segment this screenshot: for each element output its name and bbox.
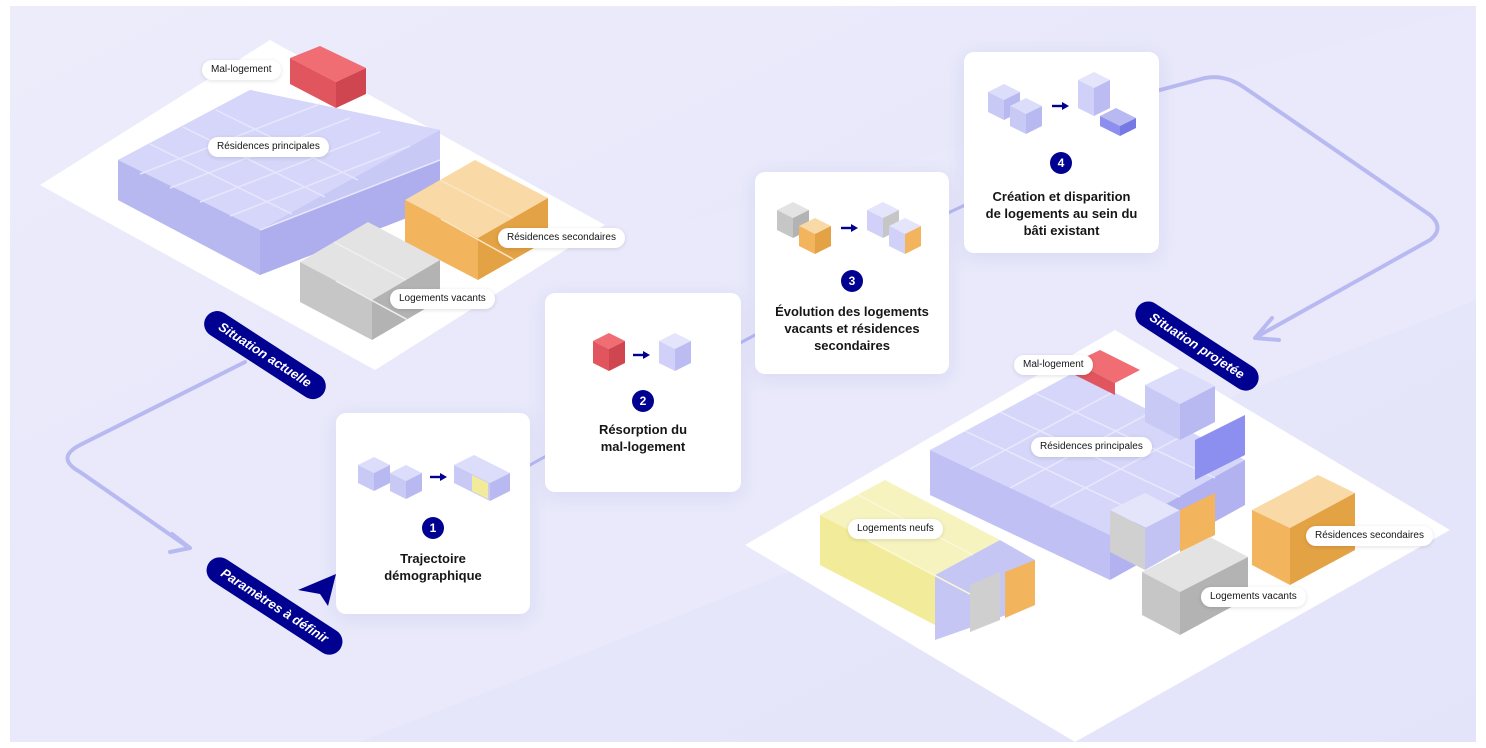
vacant-secondary-evolution-icon (777, 202, 921, 254)
step-number-2: 2 (632, 390, 654, 412)
label-projected-residences-secondaires: Résidences secondaires (1306, 526, 1433, 546)
step-title-3-line-3: secondaires (814, 338, 890, 353)
demographic-trajectory-icon (358, 455, 510, 501)
step-number-1: 1 (422, 517, 444, 539)
step-title-1-line-1: Trajectoire (400, 551, 466, 566)
step-number-4: 4 (1050, 152, 1072, 174)
flow-line-to-parameters (65, 360, 247, 547)
projected-transformed-blocks (1110, 493, 1215, 570)
label-current-mal-logement: Mal-logement (202, 60, 281, 80)
step-title-4-line-1: Création et disparition (992, 189, 1131, 204)
step-title-2-line-1: Résorption du (598, 422, 688, 437)
step-number-3: 3 (841, 270, 863, 292)
mal-logement-resorption-icon (593, 333, 691, 371)
step-card-1: 1 Trajectoire démographique (336, 413, 530, 614)
label-projected-logements-vacants: Logements vacants (1201, 587, 1306, 607)
step-card-3: 3 Évolution des logements vacants et rés… (755, 172, 949, 374)
cursor-arrow-icon (298, 574, 336, 606)
flow-arrowhead-right (1253, 316, 1281, 342)
step-card-2: 2 Résorption du mal-logement (545, 293, 741, 492)
step-title-1-line-2: démographique (384, 568, 482, 583)
step-title-4-line-2: de logements au sein du (985, 206, 1138, 221)
flow-line-to-projection (1158, 75, 1440, 337)
step-title-3-line-2: vacants et résidences (784, 321, 920, 336)
step-card-4: 4 Création et disparition de logements a… (964, 52, 1159, 253)
flow-arrowhead-left (168, 532, 192, 554)
label-current-logements-vacants: Logements vacants (390, 289, 495, 309)
current-mal-logement-blocks (290, 46, 366, 108)
label-projected-mal-logement: Mal-logement (1014, 355, 1093, 375)
step-title-4-line-3: bâti existant (1023, 223, 1100, 238)
label-current-residences-principales: Résidences principales (208, 137, 329, 157)
label-projected-residences-principales: Résidences principales (1031, 437, 1152, 457)
step-title-3-line-1: Évolution des logements (775, 304, 929, 319)
label-projected-logements-neufs: Logements neufs (848, 519, 943, 539)
step-title-2-line-2: mal-logement (600, 439, 686, 454)
creation-disappearance-icon (988, 72, 1136, 136)
label-current-residences-secondaires: Résidences secondaires (498, 228, 625, 248)
